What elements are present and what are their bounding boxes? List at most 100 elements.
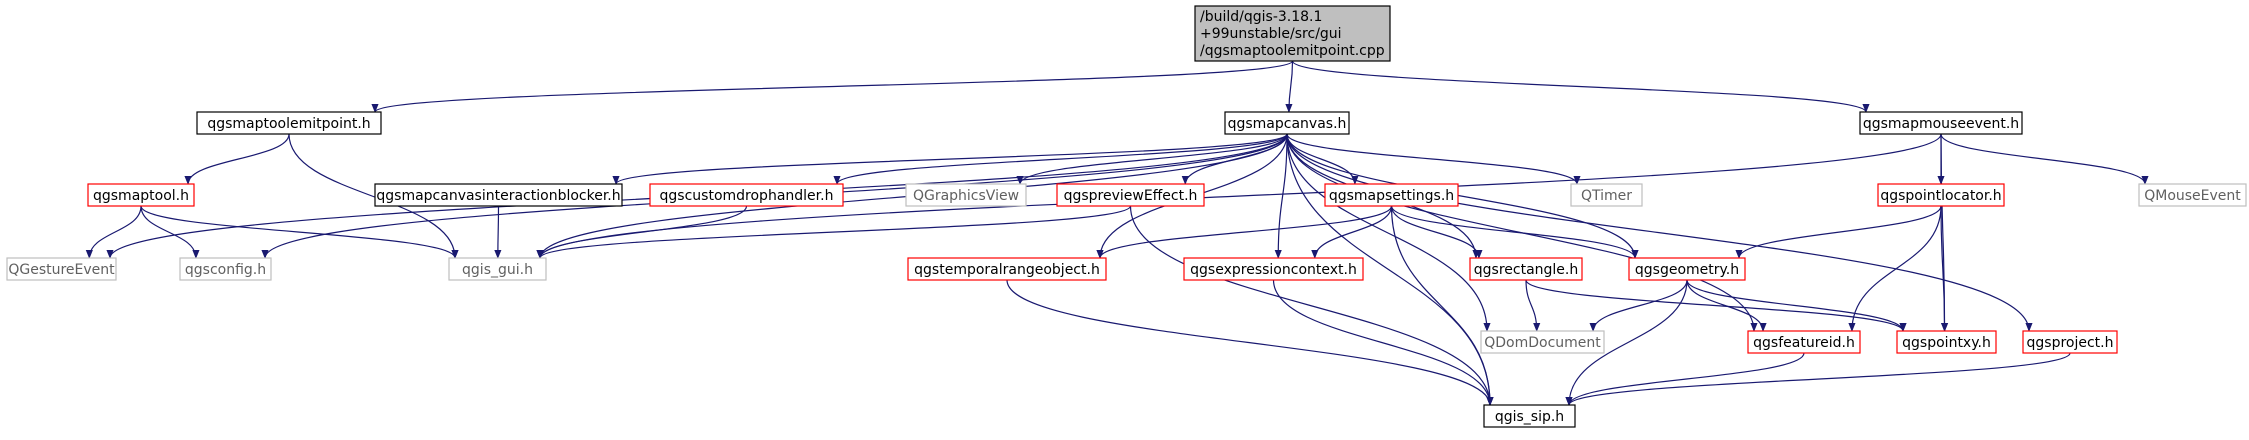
node-label-line: /qgsmaptoolemitpoint.cpp xyxy=(1200,43,1385,59)
edge-qgsmaptool_h-to-qgsconfig_h xyxy=(140,205,200,259)
edge-root-to-qgsmapcanvas_h xyxy=(1285,60,1294,113)
node-label: qgsproject.h xyxy=(2027,335,2114,351)
edge-qgsmaptoolemitpoint_h-to-qgsmaptool_h xyxy=(184,133,290,185)
node-box xyxy=(1224,111,1350,135)
edge-qgsmapcanvas_h-to-qgsgeometry_h xyxy=(1286,133,1639,259)
node-label: qgspreviewEffect.h xyxy=(1064,188,1198,204)
edge-qgsmapcanvas_h-to-qgspreviewEffect_h xyxy=(1181,133,1288,185)
node-label: qgsmaptool.h xyxy=(93,188,189,204)
edge-root-to-qgsmaptoolemitpoint_h xyxy=(371,60,1294,113)
node-box xyxy=(1877,183,2005,207)
node-label: QMouseEvent xyxy=(2144,188,2241,204)
edge-qgsmapcanvas_h-to-qgsexpressioncontext_h xyxy=(1274,133,1288,259)
node-qgsmapcanvasinteractionblocker-h[interactable]: qgsmapcanvasinteractionblocker.h xyxy=(374,183,623,207)
node-label: qgsconfig.h xyxy=(185,262,266,278)
edge-qgsproject_h-to-qgis_sip_h xyxy=(1565,352,2071,406)
node-label: qgsrectangle.h xyxy=(1474,262,1578,278)
node-label: qgsfeatureid.h xyxy=(1753,335,1855,351)
node-qgstemporalrangeobject-h[interactable]: qgstemporalrangeobject.h xyxy=(907,257,1107,281)
node-label: qgis_sip.h xyxy=(1495,409,1564,425)
node-qgscustomdrophandler-h[interactable]: qgscustomdrophandler.h xyxy=(649,183,844,207)
node-label: qgsgeometry.h xyxy=(1635,262,1739,278)
edge-qgsmapcanvas_h-to-QGraphicsView xyxy=(1016,133,1288,185)
node-box xyxy=(905,183,1027,207)
edge-qgsgeometry_h-to-qgsfeatureid_h xyxy=(1686,279,1767,332)
node-label-line: +99unstable/src/gui xyxy=(1200,26,1342,42)
node-box xyxy=(2138,183,2247,207)
node-QGestureEvent: QGestureEvent xyxy=(6,257,117,281)
node-label: qgsmapsettings.h xyxy=(1329,188,1454,204)
node-label: QDomDocument xyxy=(1484,335,1601,351)
edge-qgsmapsettings_h-to-qgsrectangle_h xyxy=(1390,205,1483,259)
node-box xyxy=(1483,404,1576,428)
node-QMouseEvent: QMouseEvent xyxy=(2138,183,2247,207)
node-label: qgis_gui.h xyxy=(462,262,533,278)
node-box xyxy=(1469,257,1583,281)
node-box xyxy=(649,183,844,207)
node-qgspreviewEffect-h[interactable]: qgspreviewEffect.h xyxy=(1056,183,1205,207)
node-qgsmapmouseevent-h[interactable]: qgsmapmouseevent.h xyxy=(1859,111,2023,135)
node-box xyxy=(2022,330,2118,354)
edge-qgspointlocator_h-to-qgsfeatureid_h xyxy=(1848,205,1942,332)
node-qgspointxy-h[interactable]: qgspointxy.h xyxy=(1896,330,1997,354)
node-QTimer: QTimer xyxy=(1570,183,1643,207)
node-root[interactable]: /build/qgis-3.18.1+99unstable/src/gui/qg… xyxy=(1194,5,1391,62)
node-label: qgscustomdrophandler.h xyxy=(660,188,834,204)
node-box xyxy=(87,183,195,207)
edge-qgsrectangle_h-to-qgspointxy_h xyxy=(1525,279,1907,332)
node-box xyxy=(179,257,272,281)
node-label: QGestureEvent xyxy=(8,262,115,278)
node-qgis-sip-h[interactable]: qgis_sip.h xyxy=(1483,404,1576,428)
node-label: qgsexpressioncontext.h xyxy=(1190,262,1357,278)
node-box xyxy=(1324,183,1459,207)
edge-qgsrectangle_h-to-QDomDocument xyxy=(1525,279,1541,332)
node-qgis-gui-h: qgis_gui.h xyxy=(448,257,547,281)
node-qgsconfig-h: qgsconfig.h xyxy=(179,257,272,281)
edge-qgsmapsettings_h-to-qgstemporalrangeobject_h xyxy=(1096,205,1393,259)
node-box xyxy=(1747,330,1861,354)
edge-qgstemporalrangeobject_h-to-qgis_sip_h xyxy=(1006,279,1494,406)
edge-qgsmaptool_h-to-qgis_gui_h xyxy=(140,205,459,259)
node-qgsgeometry-h[interactable]: qgsgeometry.h xyxy=(1628,257,1746,281)
edge-qgsfeatureid_h-to-qgis_sip_h xyxy=(1565,352,1805,406)
edge-qgsmapcanvasinteractionblocker_h-to-qgis_gui_h xyxy=(494,205,502,259)
node-label: qgsmapcanvasinteractionblocker.h xyxy=(376,188,620,204)
node-QDomDocument: QDomDocument xyxy=(1480,330,1605,354)
edge-qgsmapmouseevent_h-to-qgis_gui_h xyxy=(536,133,1942,259)
edges-layer xyxy=(85,60,2149,406)
edge-qgspointlocator_h-to-qgsgeometry_h xyxy=(1735,205,1942,259)
node-qgsrectangle-h[interactable]: qgsrectangle.h xyxy=(1469,257,1583,281)
edge-qgsmapsettings_h-to-qgis_sip_h xyxy=(1390,205,1494,406)
edge-root-to-qgsmapmouseevent_h xyxy=(1291,60,1870,113)
node-QGraphicsView: QGraphicsView xyxy=(905,183,1027,207)
node-qgsfeatureid-h[interactable]: qgsfeatureid.h xyxy=(1747,330,1861,354)
node-box xyxy=(196,111,382,135)
node-qgsproject-h[interactable]: qgsproject.h xyxy=(2022,330,2118,354)
node-box xyxy=(1628,257,1746,281)
node-box xyxy=(1056,183,1205,207)
edge-qgsgeometry_h-to-QDomDocument xyxy=(1589,279,1688,332)
edge-qgsmapcanvas_h-to-qgsproject_h xyxy=(1286,133,2033,332)
node-label: qgsmaptoolemitpoint.h xyxy=(207,116,370,132)
edge-qgsmaptool_h-to-QGestureEvent xyxy=(85,205,142,259)
node-qgsmapsettings-h[interactable]: qgsmapsettings.h xyxy=(1324,183,1459,207)
node-box xyxy=(907,257,1107,281)
edge-qgsgeometry_h-to-qgis_sip_h xyxy=(1565,279,1688,406)
nodes-layer: /build/qgis-3.18.1+99unstable/src/gui/qg… xyxy=(6,5,2247,428)
node-qgspointlocator-h[interactable]: qgspointlocator.h xyxy=(1877,183,2005,207)
node-label: qgstemporalrangeobject.h xyxy=(914,262,1100,278)
node-qgsmaptool-h[interactable]: qgsmaptool.h xyxy=(87,183,195,207)
edge-qgsmapcanvas_h-to-QTimer xyxy=(1286,133,1581,185)
node-label: qgspointxy.h xyxy=(1902,335,1991,351)
node-box xyxy=(448,257,547,281)
node-qgsexpressioncontext-h[interactable]: qgsexpressioncontext.h xyxy=(1183,257,1364,281)
node-label: qgspointlocator.h xyxy=(1880,188,2001,204)
node-box xyxy=(374,183,623,207)
node-qgsmaptoolemitpoint-h[interactable]: qgsmaptoolemitpoint.h xyxy=(196,111,382,135)
edge-qgsmapcanvas_h-to-QDomDocument xyxy=(1286,133,1491,332)
node-qgsmapcanvas-h[interactable]: qgsmapcanvas.h xyxy=(1224,111,1350,135)
node-label: qgsmapcanvas.h xyxy=(1228,116,1347,132)
edge-qgsgeometry_h-to-qgspointxy_h xyxy=(1686,279,1907,332)
edge-qgsmapmouseevent_h-to-QMouseEvent xyxy=(1940,133,2149,185)
